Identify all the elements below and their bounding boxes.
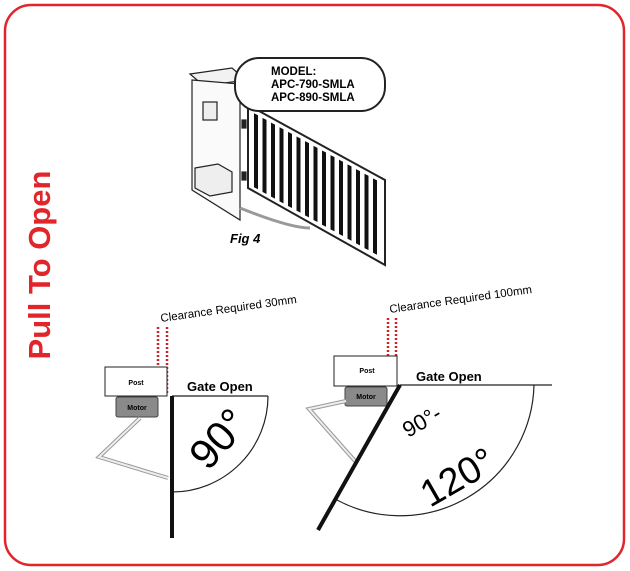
gate-bar [305,141,309,218]
model-heading: MODEL: [271,66,316,78]
diagram-90: Clearance Required 30mm Post Motor Gate … [95,294,298,538]
angle-label: 90° [180,399,257,478]
gate-open-label: Gate Open [187,379,253,394]
gate-leaf [316,384,402,531]
gate-bar [262,117,267,194]
clearance-label: Clearance Required 30mm [160,294,298,325]
gate-bar [254,113,258,190]
pillar [191,79,241,222]
control-box [202,101,218,121]
post-label: Post [128,380,144,387]
gate-bar [364,173,369,251]
post [104,366,168,397]
gate-illustration [188,67,386,267]
diagram-90-120: Clearance Required 100mm Post Motor Gate… [305,284,552,531]
clearance-label: Clearance Required 100mm [389,284,533,316]
post-label: Post [359,368,375,375]
motor [344,386,388,407]
gate-bar [330,155,335,232]
figure-caption: Fig 4 [230,231,261,246]
motor [115,396,159,418]
model-2: APC-890-SMLA [271,92,355,104]
hinge-top [241,119,247,129]
angle-label-bottom: 120° [414,440,503,516]
hinge-bottom [241,171,247,181]
post [333,355,398,387]
swing-arc [171,395,269,493]
gate-bar [347,164,352,241]
gate-bar [339,159,343,237]
motor-unit [194,163,233,197]
swing-arc [336,384,535,517]
gate-bar [356,169,360,246]
angle-label-top: 90°- [398,400,446,442]
motor-label: Motor [356,394,376,401]
gate-bar [322,150,326,227]
motor-arm [239,206,311,230]
arm-highlight [307,400,356,462]
gate-bar [271,122,275,199]
gate-bar [279,127,284,204]
side-title: Pull To Open [22,171,57,360]
arm-highlight [97,417,169,479]
gate-bar [373,178,377,255]
frame-border [3,3,626,567]
model-1: APC-790-SMLA [271,79,355,91]
gate-bar [313,145,318,223]
model-bubble [234,57,386,112]
gate-bars [254,113,377,255]
gate-open-label: Gate Open [416,369,482,384]
gate-bar [288,131,292,208]
gate-bar [296,136,301,213]
motor-label: Motor [127,405,147,412]
